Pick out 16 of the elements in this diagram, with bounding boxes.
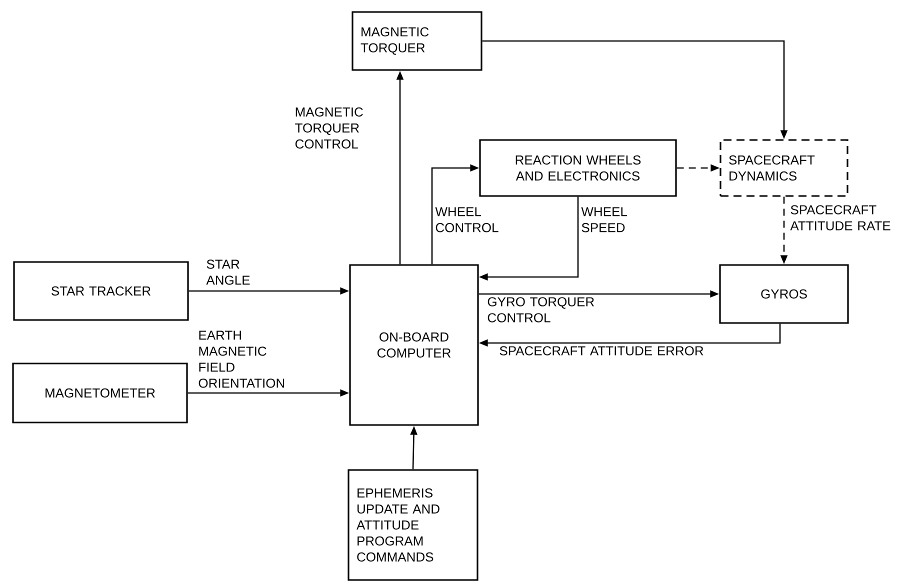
process-box: EPHEMERIS UPDATE AND ATTITUDE PROGRAM COMMANDS: [348, 469, 478, 581]
edge-label: GYRO TORQUER CONTROL: [488, 297, 594, 322]
process-box: STAR TRACKER: [13, 261, 189, 321]
process-box: GYROS: [719, 264, 849, 324]
edge-label: SPACECRAFT ATTITUDE ERROR: [500, 346, 704, 356]
edge-label: WHEEL CONTROL: [435, 207, 498, 232]
edge-label: EARTH MAGNETIC FIELD ORIENTATION: [198, 330, 284, 388]
process-box: ON-BOARD COMPUTER: [349, 264, 479, 426]
edge-label: SPACECRAFT ATTITUDE RATE: [790, 205, 890, 230]
edge-label: STAR ANGLE: [206, 260, 250, 285]
process-box: MAGNETIC TORQUER: [352, 11, 482, 71]
edge-label: WHEEL SPEED: [581, 207, 627, 232]
edge-label: MAGNETIC TORQUER CONTROL: [295, 107, 363, 149]
process-box: MAGNETOMETER: [12, 362, 188, 424]
dashed-box: SPACECRAFT DYNAMICS: [720, 139, 848, 197]
process-box: REACTION WHEELS AND ELECTRONICS: [479, 139, 677, 197]
